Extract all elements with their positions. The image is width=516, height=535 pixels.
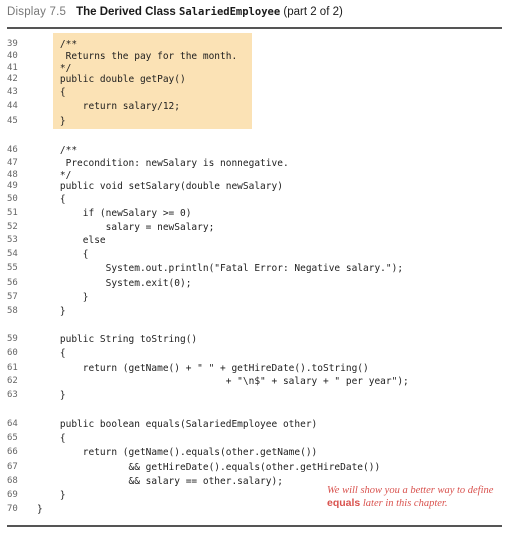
code-text: salary = newSalary; bbox=[37, 222, 215, 233]
note-text-before: We will show you a better way to define bbox=[327, 485, 494, 496]
code-text: } bbox=[37, 504, 43, 515]
line-number: 45 bbox=[7, 116, 18, 126]
line-number: 57 bbox=[7, 292, 18, 302]
code-text: { bbox=[37, 433, 66, 444]
code-text: { bbox=[37, 249, 89, 260]
line-number: 50 bbox=[7, 194, 18, 204]
code-text: return (getName() + " " + getHireDate().… bbox=[37, 363, 369, 374]
line-number: 47 bbox=[7, 158, 18, 168]
code-text: */ bbox=[37, 63, 72, 74]
code-text: System.exit(0); bbox=[37, 278, 192, 289]
code-text: Precondition: newSalary is nonnegative. bbox=[37, 158, 289, 169]
line-number: 54 bbox=[7, 249, 18, 259]
top-rule bbox=[7, 27, 502, 29]
line-number: 64 bbox=[7, 419, 18, 429]
line-number: 49 bbox=[7, 181, 18, 191]
line-number: 62 bbox=[7, 376, 18, 386]
code-text: /** bbox=[37, 39, 78, 50]
line-number: 70 bbox=[7, 504, 18, 514]
line-number: 61 bbox=[7, 363, 18, 373]
line-number: 53 bbox=[7, 235, 18, 245]
line-number: 44 bbox=[7, 101, 18, 111]
getpay-highlight bbox=[53, 33, 252, 129]
code-text: return (getName().equals(other.getName()… bbox=[37, 447, 318, 458]
display-label: Display 7.5 bbox=[7, 6, 67, 18]
code-text: { bbox=[37, 194, 66, 205]
line-number: 56 bbox=[7, 278, 18, 288]
code-text: } bbox=[37, 292, 89, 303]
code-text: && getHireDate().equals(other.getHireDat… bbox=[37, 462, 381, 473]
code-text: } bbox=[37, 306, 66, 317]
code-text: if (newSalary >= 0) bbox=[37, 208, 192, 219]
code-text: public boolean equals(SalariedEmployee o… bbox=[37, 419, 318, 430]
line-number: 60 bbox=[7, 348, 18, 358]
code-text: } bbox=[37, 490, 66, 501]
code-text: && salary == other.salary); bbox=[37, 476, 283, 487]
code-text: return salary/12; bbox=[37, 101, 180, 112]
note-keyword: equals bbox=[327, 497, 361, 509]
line-number: 40 bbox=[7, 51, 18, 61]
code-text: } bbox=[37, 390, 66, 401]
line-number: 39 bbox=[7, 39, 18, 49]
line-number: 68 bbox=[7, 476, 18, 486]
code-text: { bbox=[37, 87, 66, 98]
line-number: 66 bbox=[7, 447, 18, 457]
code-text: public void setSalary(double newSalary) bbox=[37, 181, 283, 192]
line-number: 59 bbox=[7, 334, 18, 344]
line-number: 52 bbox=[7, 222, 18, 232]
line-number: 55 bbox=[7, 263, 18, 273]
line-number: 63 bbox=[7, 390, 18, 400]
code-text: + "\n$" + salary + " per year"); bbox=[37, 376, 409, 387]
code-text: public String toString() bbox=[37, 334, 198, 345]
part-label: (part 2 of 2) bbox=[283, 6, 343, 18]
code-text: /** bbox=[37, 145, 78, 156]
line-number: 46 bbox=[7, 145, 18, 155]
line-number: 41 bbox=[7, 63, 18, 73]
title-prefix: The Derived Class bbox=[76, 6, 176, 18]
code-text: System.out.println("Fatal Error: Negativ… bbox=[37, 263, 404, 274]
bottom-rule bbox=[7, 525, 502, 527]
code-text: else bbox=[37, 235, 106, 246]
line-number: 67 bbox=[7, 462, 18, 472]
display-caption: Display 7.5 The Derived Class SalariedEmp… bbox=[7, 6, 343, 18]
note-text-after: later in this chapter. bbox=[362, 498, 448, 509]
line-number: 65 bbox=[7, 433, 18, 443]
line-number: 43 bbox=[7, 87, 18, 97]
code-text: public double getPay() bbox=[37, 74, 186, 85]
line-number: 48 bbox=[7, 170, 18, 180]
margin-note: We will show you a better way to define … bbox=[327, 484, 497, 510]
line-number: 69 bbox=[7, 490, 18, 500]
line-number: 51 bbox=[7, 208, 18, 218]
code-text: } bbox=[37, 116, 66, 127]
code-text: Returns the pay for the month. bbox=[37, 51, 238, 62]
line-number: 42 bbox=[7, 74, 18, 84]
code-text: { bbox=[37, 348, 66, 359]
code-text: */ bbox=[37, 170, 72, 181]
class-name: SalariedEmployee bbox=[179, 6, 281, 18]
line-number: 58 bbox=[7, 306, 18, 316]
